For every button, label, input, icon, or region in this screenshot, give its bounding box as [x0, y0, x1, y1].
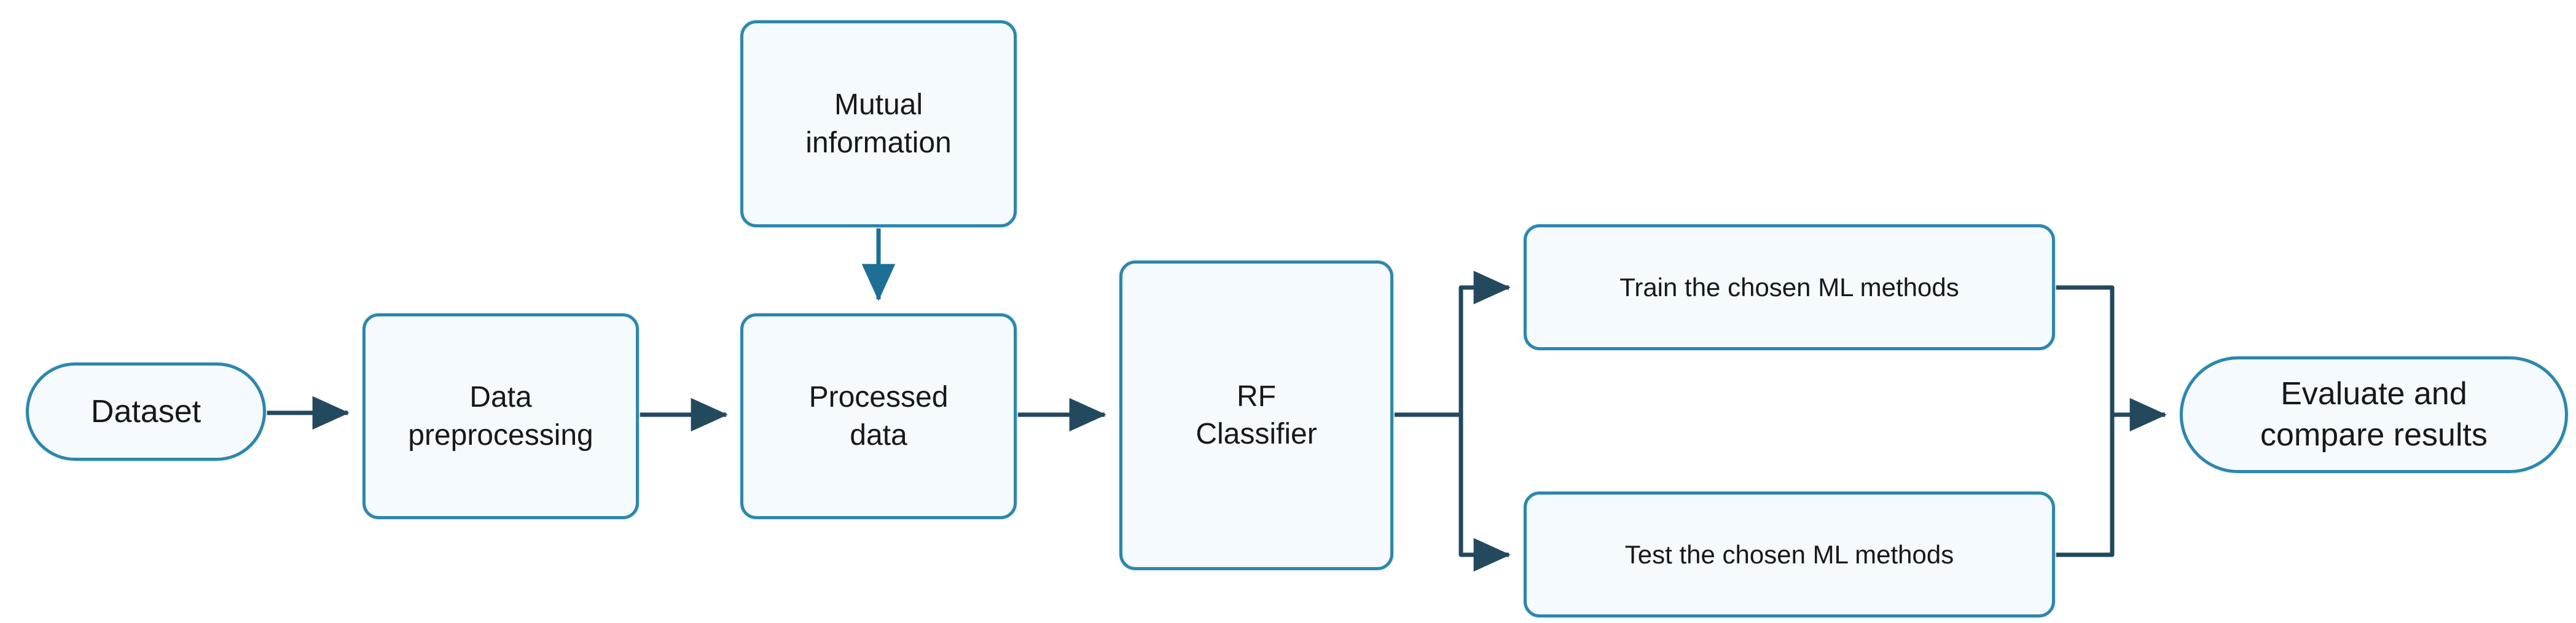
node-dataset[interactable]: Dataset: [26, 362, 266, 461]
edge-train-to-merge: [2055, 285, 2115, 415]
node-dataset-label: Dataset: [90, 393, 202, 429]
edge-rf-to-train: [1452, 270, 1511, 417]
node-train-ml-methods-label: Train the chosen ML methods: [1619, 272, 1959, 302]
node-test-ml-methods-label: Test the chosen ML methods: [1624, 539, 1954, 569]
node-data-preprocessing[interactable]: Data preprocessing: [362, 313, 639, 519]
node-evaluate-compare-results-label: Evaluate and compare results: [2260, 376, 2488, 453]
node-rf-classifier[interactable]: RF Classifier: [1119, 261, 1393, 570]
node-test-ml-methods[interactable]: Test the chosen ML methods: [1524, 492, 2055, 617]
node-rf-classifier-label: RF Classifier: [1196, 380, 1317, 450]
node-data-preprocessing-label: Data preprocessing: [408, 381, 593, 452]
node-mutual-information-label: Mutual information: [805, 88, 952, 159]
edge-rf-to-test: [1452, 412, 1511, 572]
node-mutual-information[interactable]: Mutual information: [740, 20, 1017, 227]
node-evaluate-compare-results[interactable]: Evaluate and compare results: [2180, 356, 2568, 473]
node-processed-data-label: Processed data: [808, 381, 949, 452]
node-processed-data[interactable]: Processed data: [740, 313, 1017, 519]
node-train-ml-methods[interactable]: Train the chosen ML methods: [1524, 224, 2055, 350]
edge-test-to-merge: [2055, 415, 2115, 557]
